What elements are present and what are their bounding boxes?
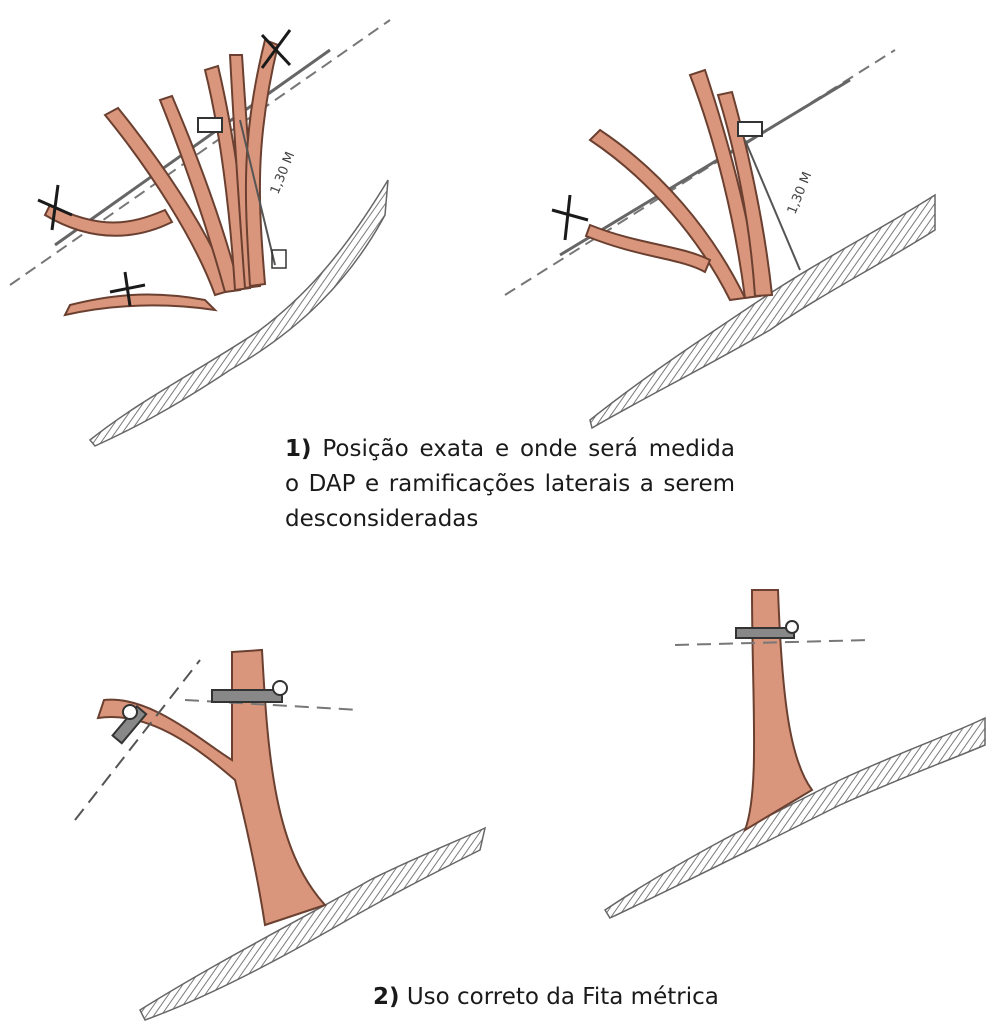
trunk-stems [586,70,772,300]
height-label-left: 1,30 M [268,150,299,197]
panel1-left-tree: 1,30 M [10,20,390,446]
caption-text: Posição exata e onde será medida o DAP e… [285,436,735,532]
panel2-right-tree [605,590,985,918]
panel2-left-tree [75,650,485,1020]
caption-number: 1) [285,436,312,462]
caption-text: Uso correto da Fita métrica [407,984,719,1010]
caption-step-1: 1) Posição exata e onde será medida o DA… [285,432,735,537]
caption-number: 2) [373,984,400,1010]
trunk-stems [745,590,812,830]
panel1-right-tree: 1,30 M [505,50,935,428]
remove-branch-cross [552,195,588,240]
trunk-stems [45,40,278,315]
height-label-right: 1,30 M [785,170,816,217]
caption-step-2: 2) Uso correto da Fita métrica [373,980,793,1015]
